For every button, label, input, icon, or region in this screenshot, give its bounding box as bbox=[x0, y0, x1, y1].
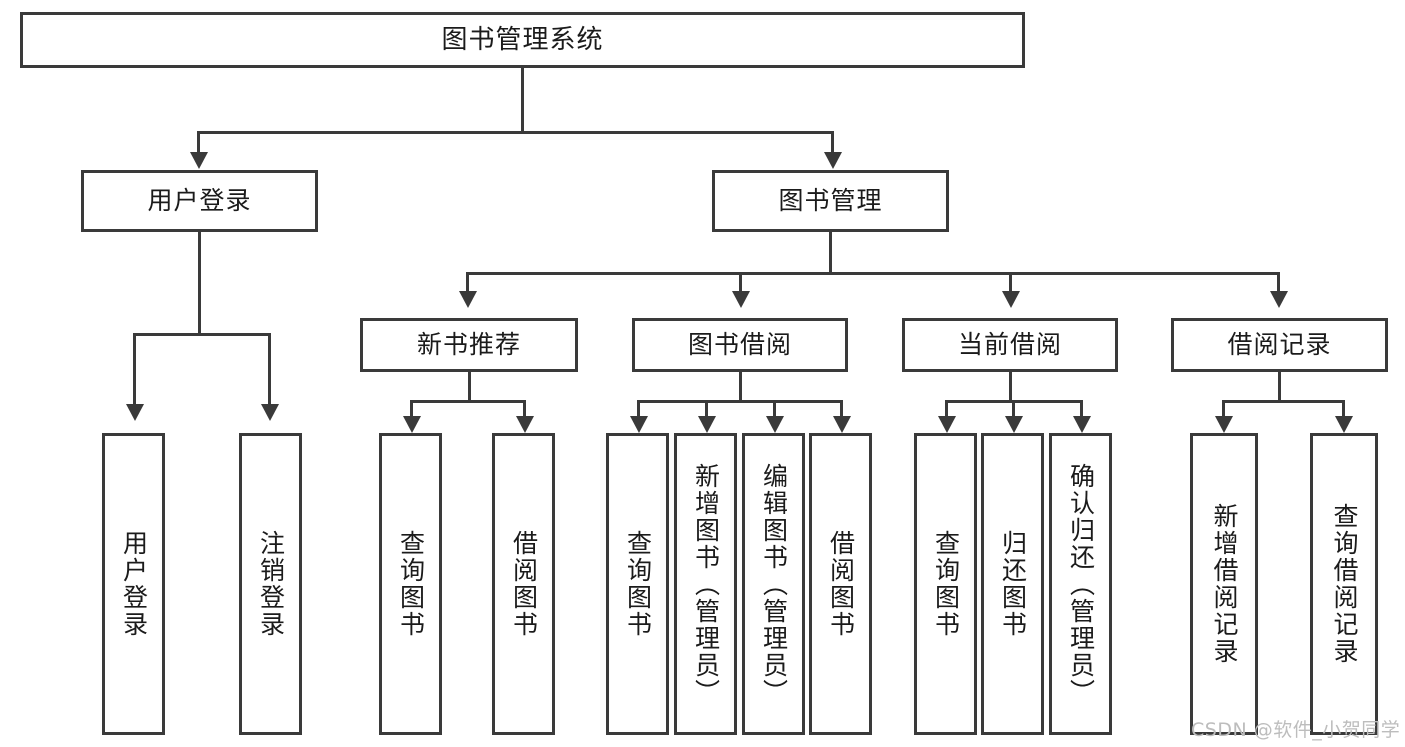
edge-book-management-stem bbox=[829, 232, 832, 274]
edge-bb-to-leaf-2 bbox=[705, 400, 708, 419]
node-label: 借阅记录 bbox=[1227, 330, 1332, 360]
edge-root-to-book-management bbox=[831, 131, 834, 156]
edge-bm-to-new-book bbox=[466, 272, 469, 294]
arrowhead-bb-leaf-4 bbox=[833, 416, 851, 433]
leaf-label: 用户登录 bbox=[119, 530, 149, 638]
node-book-management[interactable]: 图书管理 bbox=[712, 170, 949, 232]
edge-borrow-record-stem bbox=[1278, 372, 1281, 402]
arrowhead-to-current-borrow bbox=[1002, 291, 1020, 308]
arrowhead-user-login-leaf-1 bbox=[126, 404, 144, 421]
leaf-book-borrow-query-books[interactable]: 查询图书 bbox=[606, 433, 669, 735]
edge-bb-to-leaf-1 bbox=[637, 400, 640, 419]
arrowhead-to-new-book-recommend bbox=[459, 291, 477, 308]
edge-root-bar bbox=[197, 131, 834, 134]
edge-root-to-user-login bbox=[197, 131, 200, 156]
edge-borrow-record-bar bbox=[1222, 400, 1345, 403]
edge-cb-to-leaf-3 bbox=[1080, 400, 1083, 419]
leaf-label: 注销登录 bbox=[256, 530, 286, 638]
edge-bm-to-book-borrow bbox=[739, 272, 742, 294]
arrowhead-user-login-leaf-2 bbox=[261, 404, 279, 421]
node-borrow-record[interactable]: 借阅记录 bbox=[1171, 318, 1388, 372]
arrowhead-bb-leaf-2 bbox=[698, 416, 716, 433]
leaf-current-borrow-return-books[interactable]: 归还图书 bbox=[981, 433, 1044, 735]
edge-bb-to-leaf-4 bbox=[840, 400, 843, 419]
leaf-label: 查询图书 bbox=[396, 530, 426, 638]
edge-current-borrow-stem bbox=[1009, 372, 1012, 402]
leaf-new-book-borrow-books[interactable]: 借阅图书 bbox=[492, 433, 555, 735]
arrowhead-cb-leaf-3 bbox=[1073, 416, 1091, 433]
edge-cb-to-leaf-1 bbox=[945, 400, 948, 419]
arrowhead-cb-leaf-2 bbox=[1005, 416, 1023, 433]
edge-bm-to-current-borrow bbox=[1009, 272, 1012, 294]
edge-user-login-stem bbox=[198, 232, 201, 335]
arrowhead-bb-leaf-1 bbox=[630, 416, 648, 433]
leaf-label: 编辑图书（管理员） bbox=[759, 462, 789, 706]
leaf-user-login-logout[interactable]: 注销登录 bbox=[239, 433, 302, 735]
leaf-label: 新增图书（管理员） bbox=[691, 462, 721, 706]
node-label: 图书管理系统 bbox=[441, 24, 604, 55]
leaf-book-borrow-add-book-admin[interactable]: 新增图书（管理员） bbox=[674, 433, 737, 735]
edge-new-book-bar bbox=[410, 400, 526, 403]
arrowhead-br-leaf-1 bbox=[1215, 416, 1233, 433]
edge-user-login-to-leaf-1 bbox=[133, 333, 136, 407]
arrowhead-to-user-login bbox=[190, 152, 208, 169]
leaf-label: 查询图书 bbox=[931, 530, 961, 638]
leaf-borrow-record-query-record[interactable]: 查询借阅记录 bbox=[1310, 433, 1378, 735]
leaf-new-book-query-books[interactable]: 查询图书 bbox=[379, 433, 442, 735]
edge-new-book-stem bbox=[468, 372, 471, 402]
leaf-user-login-login[interactable]: 用户登录 bbox=[102, 433, 165, 735]
edge-book-management-bar bbox=[466, 272, 1277, 275]
node-label: 当前借阅 bbox=[957, 330, 1062, 360]
leaf-book-borrow-edit-book-admin[interactable]: 编辑图书（管理员） bbox=[742, 433, 805, 735]
arrowhead-to-borrow-record bbox=[1270, 291, 1288, 308]
node-root-book-management-system[interactable]: 图书管理系统 bbox=[20, 12, 1025, 68]
leaf-label: 查询借阅记录 bbox=[1330, 503, 1359, 665]
leaf-label: 查询图书 bbox=[623, 530, 653, 638]
arrowhead-bb-leaf-3 bbox=[766, 416, 784, 433]
arrowhead-to-book-management bbox=[824, 152, 842, 169]
leaf-book-borrow-borrow-books[interactable]: 借阅图书 bbox=[809, 433, 872, 735]
edge-book-borrow-bar bbox=[637, 400, 842, 403]
node-current-borrow[interactable]: 当前借阅 bbox=[902, 318, 1118, 372]
edge-root-stem bbox=[521, 68, 524, 133]
arrowhead-nb-leaf-1 bbox=[403, 416, 421, 433]
arrowhead-to-book-borrow bbox=[732, 291, 750, 308]
edge-bb-to-leaf-3 bbox=[773, 400, 776, 419]
node-label: 图书借阅 bbox=[687, 330, 792, 360]
arrowhead-br-leaf-2 bbox=[1335, 416, 1353, 433]
leaf-label: 新增借阅记录 bbox=[1210, 503, 1239, 665]
edge-cb-to-leaf-2 bbox=[1012, 400, 1015, 419]
edge-book-borrow-stem bbox=[739, 372, 742, 402]
leaf-label: 确认归还（管理员） bbox=[1066, 462, 1096, 706]
leaf-label: 归还图书 bbox=[998, 530, 1028, 638]
leaf-current-borrow-query-books[interactable]: 查询图书 bbox=[914, 433, 977, 735]
leaf-current-borrow-confirm-return-admin[interactable]: 确认归还（管理员） bbox=[1049, 433, 1112, 735]
edge-user-login-to-leaf-2 bbox=[268, 333, 271, 407]
edge-nb-to-leaf-1 bbox=[410, 400, 413, 419]
edge-br-to-leaf-2 bbox=[1342, 400, 1345, 419]
node-book-borrow[interactable]: 图书借阅 bbox=[632, 318, 848, 372]
node-new-book-recommend[interactable]: 新书推荐 bbox=[360, 318, 578, 372]
node-user-login[interactable]: 用户登录 bbox=[81, 170, 318, 232]
edge-nb-to-leaf-2 bbox=[523, 400, 526, 419]
edge-user-login-bar bbox=[133, 333, 268, 336]
arrowhead-nb-leaf-2 bbox=[516, 416, 534, 433]
node-label: 图书管理 bbox=[778, 186, 883, 216]
node-label: 新书推荐 bbox=[416, 330, 521, 360]
leaf-label: 借阅图书 bbox=[826, 530, 856, 638]
leaf-borrow-record-add-record[interactable]: 新增借阅记录 bbox=[1190, 433, 1258, 735]
edge-bm-to-borrow-record bbox=[1277, 272, 1280, 294]
edge-br-to-leaf-1 bbox=[1222, 400, 1225, 419]
arrowhead-cb-leaf-1 bbox=[938, 416, 956, 433]
leaf-label: 借阅图书 bbox=[509, 530, 539, 638]
node-label: 用户登录 bbox=[147, 186, 252, 216]
